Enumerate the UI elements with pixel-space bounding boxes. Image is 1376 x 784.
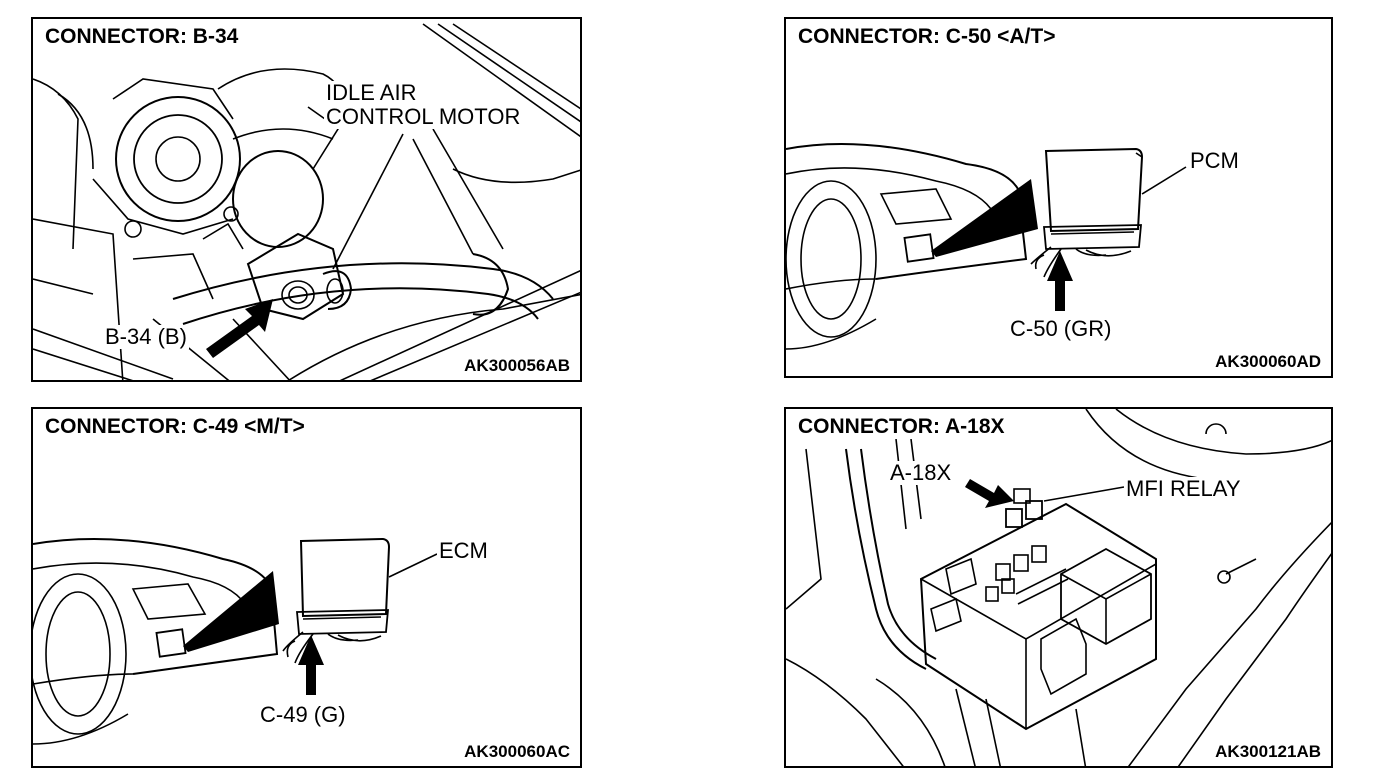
- panel-title: CONNECTOR: C-50 <A/T>: [794, 25, 1060, 49]
- connector-label: C-49 (G): [258, 702, 348, 727]
- component-label: MFI RELAY: [1124, 476, 1243, 501]
- panel-title: CONNECTOR: C-49 <M/T>: [41, 415, 309, 439]
- pcm-location-illustration: [786, 143, 1187, 350]
- idle-air-control-motor-illustration: [33, 23, 580, 380]
- connector-panel-b34: CONNECTOR: B-34 IDLE AIR CONTROL MOTOR B…: [31, 17, 582, 382]
- connector-panel-a18x: CONNECTOR: A-18X A-18X MFI RELAY AK30012…: [784, 407, 1333, 768]
- mfi-relay-location-illustration: [786, 409, 1331, 766]
- connector-label: C-50 (GR): [1008, 316, 1114, 341]
- component-label-line1: IDLE AIR: [324, 80, 419, 105]
- component-label: ECM: [437, 538, 490, 563]
- connector-panel-c50: CONNECTOR: C-50 <A/T> PCM C-50 (GR) AK30…: [784, 17, 1333, 378]
- component-label-line2: CONTROL MOTOR: [324, 104, 523, 129]
- figure-code: AK300060AC: [462, 742, 572, 762]
- ecm-location-illustration: [33, 537, 438, 745]
- connector-label: B-34 (B): [103, 324, 189, 349]
- figure-code: AK300056AB: [462, 356, 572, 376]
- connector-label: A-18X: [888, 460, 954, 485]
- connector-panel-c49: CONNECTOR: C-49 <M/T> ECM C-49 (G) AK300…: [31, 407, 582, 768]
- panel-title: CONNECTOR: B-34: [41, 25, 243, 49]
- figure-code: AK300121AB: [1213, 742, 1323, 762]
- figure-code: AK300060AD: [1213, 352, 1323, 372]
- panel-title: CONNECTOR: A-18X: [794, 415, 1009, 439]
- component-label: PCM: [1188, 148, 1241, 173]
